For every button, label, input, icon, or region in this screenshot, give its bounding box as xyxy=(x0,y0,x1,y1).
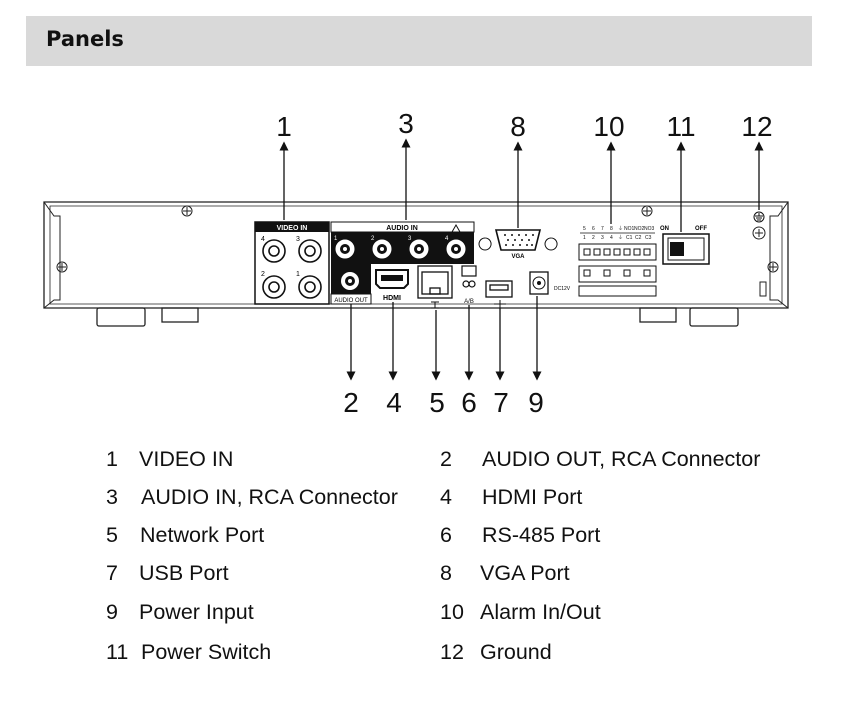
svg-text:C1: C1 xyxy=(626,235,633,241)
callout-5: 5 xyxy=(429,387,445,418)
svg-text:2: 2 xyxy=(261,271,265,278)
on-label: ON xyxy=(660,226,669,232)
top-callouts: 1 3 8 10 11 12 xyxy=(276,108,772,142)
svg-text:2: 2 xyxy=(371,236,375,242)
svg-text:4: 4 xyxy=(610,235,613,241)
dc12v-label: DC12V xyxy=(554,286,571,292)
audio-block: AUDIO IN 1 2 3 4 AUDIO OUT xyxy=(330,221,475,305)
chassis xyxy=(43,201,789,327)
svg-text:1: 1 xyxy=(583,235,586,241)
ab-label: A/B xyxy=(464,299,474,305)
svg-text:NO1: NO1 xyxy=(624,226,635,232)
vga-label: VGA xyxy=(511,254,525,260)
svg-text:6: 6 xyxy=(592,226,595,232)
svg-text:NO3: NO3 xyxy=(644,226,655,232)
callout-2: 2 xyxy=(343,387,359,418)
power-input: DC12V xyxy=(529,271,571,295)
callout-9: 9 xyxy=(528,387,544,418)
callout-1: 1 xyxy=(276,111,292,142)
svg-text:⏚: ⏚ xyxy=(618,225,623,232)
section-header: Panels xyxy=(26,16,812,66)
svg-text:3: 3 xyxy=(296,236,300,243)
vga-port: VGA xyxy=(478,229,558,260)
ground-symbol xyxy=(753,211,765,223)
bottom-callouts: 2 4 5 6 7 9 xyxy=(343,387,544,418)
svg-text:4: 4 xyxy=(445,236,449,242)
alarm-terminal: 5 6 7 8 ⏚ NO1 NO2 NO3 1 2 3 4 ⏚ C1 C2 C3 xyxy=(578,225,657,297)
audio-in-label: AUDIO IN xyxy=(386,225,418,232)
rs485-port: A/B xyxy=(461,265,477,305)
svg-text:3: 3 xyxy=(408,236,412,242)
svg-text:NO2: NO2 xyxy=(634,226,645,232)
svg-text:2: 2 xyxy=(592,235,595,241)
rear-panel-diagram: VIDEO IN 4 3 2 1 AUDIO IN 1 xyxy=(43,108,789,418)
svg-text:5: 5 xyxy=(583,226,586,232)
bottom-leader-lines xyxy=(346,296,542,381)
callout-12: 12 xyxy=(741,111,772,142)
audio-out-label: AUDIO OUT xyxy=(334,298,368,304)
callout-11: 11 xyxy=(666,111,695,142)
off-label: OFF xyxy=(695,226,707,232)
svg-text:3: 3 xyxy=(601,235,604,241)
network-port xyxy=(417,265,453,309)
callout-7: 7 xyxy=(493,387,509,418)
chassis-screws xyxy=(56,205,779,297)
power-switch: ON OFF xyxy=(660,226,710,265)
callout-4: 4 xyxy=(386,387,402,418)
video-in-block: VIDEO IN 4 3 2 1 xyxy=(254,221,330,305)
svg-text:1: 1 xyxy=(334,236,338,242)
svg-text:C2: C2 xyxy=(635,235,642,241)
top-leader-lines xyxy=(279,138,764,232)
callout-8: 8 xyxy=(510,111,526,142)
svg-text:1: 1 xyxy=(296,271,300,278)
callout-6: 6 xyxy=(461,387,477,418)
svg-text:4: 4 xyxy=(261,236,265,243)
callout-3: 3 xyxy=(398,108,414,139)
svg-text:8: 8 xyxy=(610,226,613,232)
svg-text:⏚: ⏚ xyxy=(618,234,623,241)
svg-text:7: 7 xyxy=(601,226,604,232)
hdmi-label: HDMI xyxy=(383,295,401,302)
svg-text:C3: C3 xyxy=(645,235,652,241)
video-in-label: VIDEO IN xyxy=(277,225,308,232)
usb-port xyxy=(485,280,513,308)
section-title: Panels xyxy=(46,27,124,51)
callout-10: 10 xyxy=(593,111,624,142)
hdmi-port: HDMI xyxy=(375,269,409,302)
